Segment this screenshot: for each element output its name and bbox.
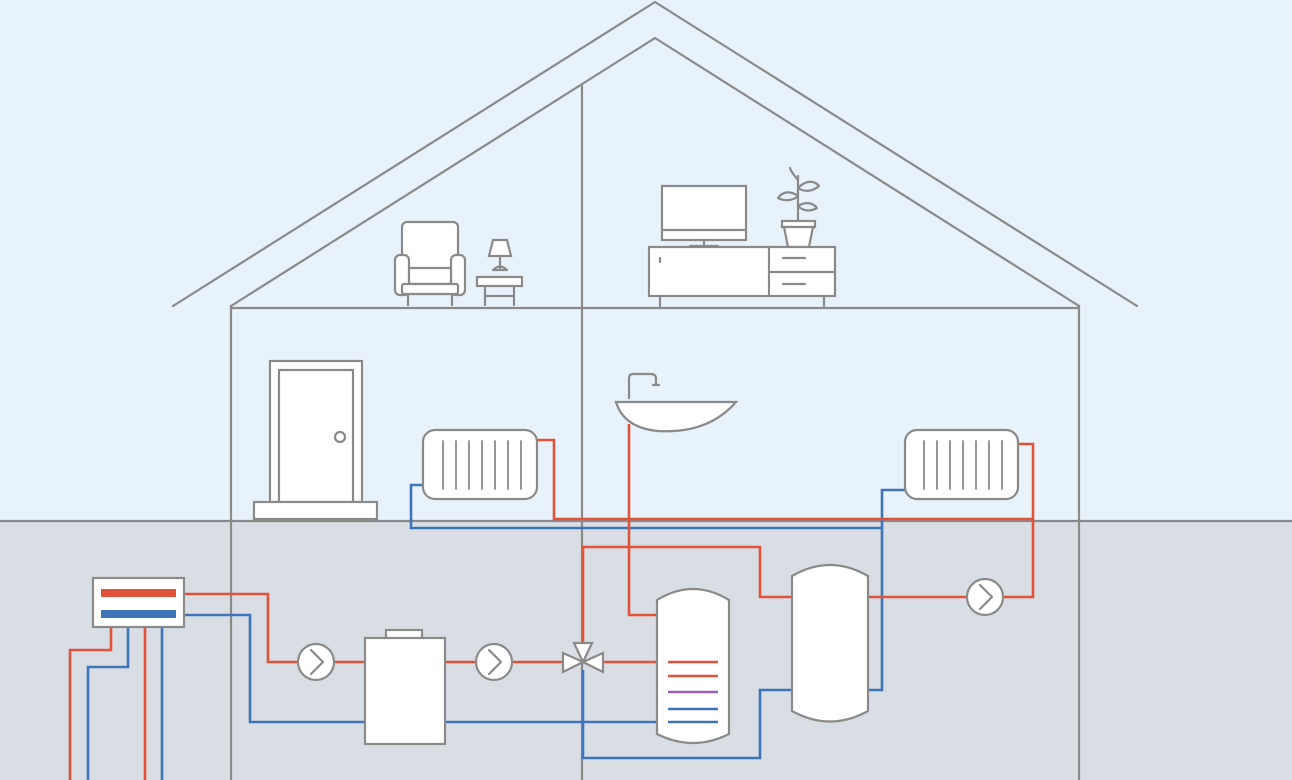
potted-plant-icon — [776, 166, 821, 249]
hot-flow-pipes — [68, 424, 1035, 780]
house-outline — [171, 0, 1139, 780]
circulation-pump-icon — [474, 642, 514, 682]
armchair-icon — [393, 220, 467, 307]
three-way-valve-icon — [561, 641, 605, 674]
radiator-icon — [903, 428, 1020, 501]
wash-basin-icon — [614, 372, 739, 433]
heat-exchanger-manifold-icon — [91, 576, 186, 629]
circulation-pump-icon — [965, 577, 1005, 617]
circulation-pump-icon — [296, 642, 336, 682]
sideboard-icon — [647, 245, 837, 308]
table-lamp-icon — [475, 238, 524, 307]
door-icon — [252, 359, 379, 521]
buffer-tank-icon — [790, 563, 870, 723]
television-icon — [660, 184, 748, 248]
radiator-icon — [421, 428, 539, 501]
sky-background — [0, 0, 1292, 521]
hot-water-cylinder-icon — [655, 588, 731, 744]
ground-background — [0, 521, 1292, 780]
heat-pump-unit-icon — [363, 628, 447, 746]
